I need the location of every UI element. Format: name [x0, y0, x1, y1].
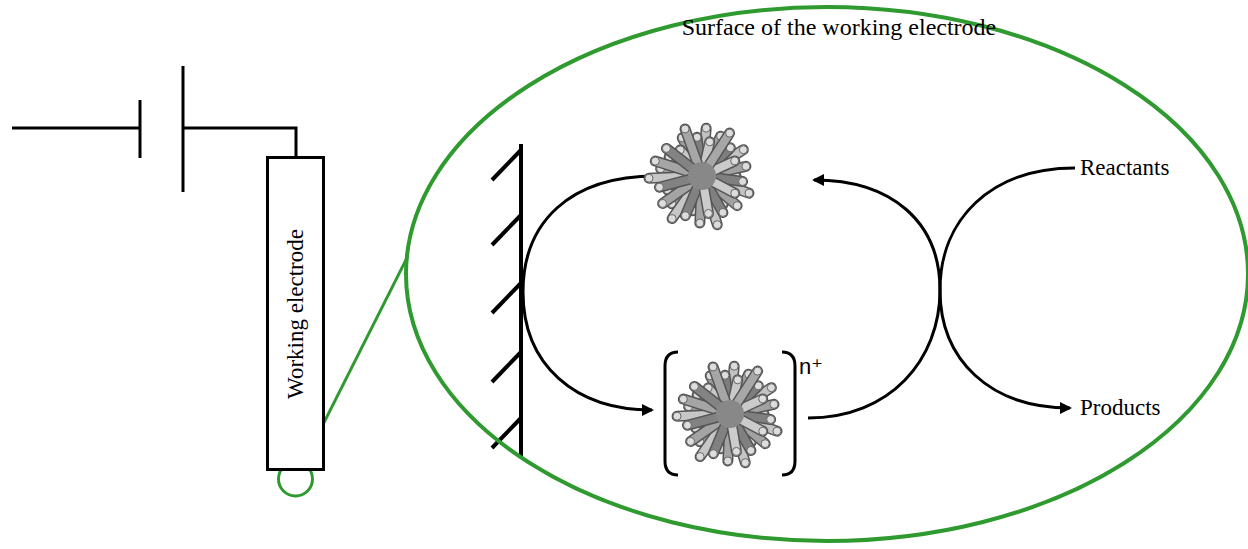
cycle-arrows: [523, 168, 1075, 418]
surface-ellipse: Surface of the working electrode: [403, 4, 1248, 544]
products-label: Products: [1080, 395, 1161, 421]
surface-title: Surface of the working electrode: [682, 14, 997, 41]
electrode-label: Working electrode: [283, 229, 309, 399]
charge-label: n⁺: [799, 354, 823, 380]
electrode-box: Working electrode: [266, 156, 325, 471]
ellipse-outline: [403, 4, 1248, 544]
bracket: [665, 352, 795, 475]
electrode-surface: [492, 144, 521, 457]
battery-symbol: [12, 66, 296, 192]
molecule: [673, 362, 781, 466]
reactants-label: Reactants: [1080, 155, 1169, 181]
molecule: [645, 124, 753, 228]
